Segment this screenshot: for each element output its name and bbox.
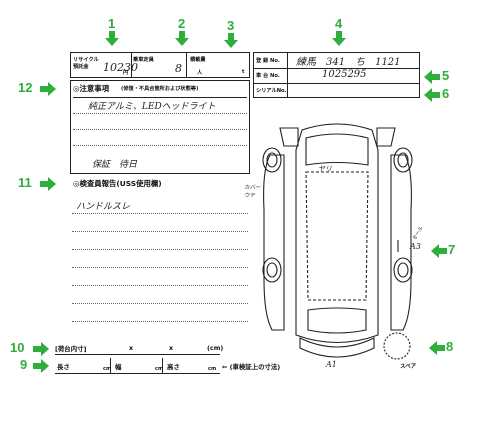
seating-value: 8 <box>175 62 182 75</box>
cargo-inner-x1: x <box>129 344 134 352</box>
marker-6: 6 <box>442 86 450 101</box>
marker-12-arrow <box>40 82 56 96</box>
marker-10-arrow <box>33 342 49 356</box>
marker-9-arrow <box>33 359 49 373</box>
marker-4-arrow <box>332 31 346 46</box>
marker-7-arrow <box>431 244 447 258</box>
diagram-spare-label: スペア <box>400 364 417 370</box>
marker-8-arrow <box>429 341 445 355</box>
recycle-label-line1: リサイクル <box>73 57 99 63</box>
marker-9: 9 <box>20 357 28 372</box>
notes-title: ◎注意事項 <box>73 84 110 93</box>
inspector-title: ◎検査員報告(USS使用欄) <box>73 179 162 188</box>
dims-note-text: (車検証上の寸法) <box>229 363 281 371</box>
height-unit: cm <box>208 366 217 372</box>
marker-5-arrow <box>424 70 440 84</box>
height-label: 高さ <box>167 363 180 371</box>
notes-subtitle: (修復・不具合箇所および状態等) <box>121 86 199 92</box>
loading-label: 積載量 <box>190 57 206 63</box>
inspector-line1: ハンドルスレ <box>76 202 131 212</box>
marker-11: 11 <box>18 175 32 190</box>
seating-unit: 人 <box>197 70 203 76</box>
chassis-label: 車 台 No. <box>256 73 280 79</box>
length-unit: cm <box>103 366 112 372</box>
length-label: 長さ <box>57 363 70 371</box>
width-unit: cm <box>155 366 164 372</box>
registration-label: 登 録 No. <box>256 58 280 64</box>
recycle-label-line2: 預託金 <box>73 64 89 70</box>
seating-label: 乗車定員 <box>133 57 154 63</box>
marker-2-arrow <box>175 31 189 46</box>
diagram-mark-a1: A1 <box>326 360 337 369</box>
marker-1: 1 <box>108 16 116 31</box>
marker-3-arrow <box>224 33 238 48</box>
dims-underline <box>55 373 220 374</box>
cargo-inner-x2: x <box>169 344 174 352</box>
cargo-inner-underline <box>55 354 220 355</box>
marker-10: 10 <box>10 340 25 355</box>
car-diagram <box>262 123 413 360</box>
cargo-inner-label: [荷台内寸] <box>55 345 87 353</box>
recycle-unit: 円 <box>123 70 129 76</box>
diagram-top-mark: ヤリ <box>318 165 332 173</box>
marker-6-arrow <box>424 88 440 102</box>
marker-1-arrow <box>105 31 119 46</box>
diagram-rear-note: カバー <box>244 185 261 191</box>
loading-unit: t <box>242 69 245 75</box>
width-label: 幅 <box>115 363 122 371</box>
chassis-value: 1025295 <box>322 69 367 80</box>
notes-box <box>70 80 250 174</box>
inspector-box <box>70 176 250 334</box>
dims-note: ⇐ (車検証上の寸法) <box>222 363 281 371</box>
marker-3: 3 <box>227 18 235 33</box>
cargo-inner-unit: (cm) <box>207 344 224 352</box>
marker-4: 4 <box>335 16 343 31</box>
marker-7: 7 <box>448 242 456 257</box>
vehicle-info-box <box>70 52 250 78</box>
marker-11-arrow <box>40 177 56 191</box>
registration-value: 練馬 341 ち 1121 <box>296 57 401 68</box>
diagram-rear-note2: ウテ <box>244 193 256 199</box>
notes-line2: 保証 待日 <box>92 160 138 170</box>
marker-5: 5 <box>442 68 450 83</box>
marker-12: 12 <box>18 80 33 95</box>
registration-box <box>253 52 420 98</box>
recycle-value: 10230 <box>103 61 138 74</box>
notes-line1: 純正アルミ、LEDヘッドライト <box>88 102 216 112</box>
marker-2: 2 <box>178 16 186 31</box>
marker-8: 8 <box>446 339 454 354</box>
diagram-mark-a3: A3 <box>410 242 421 251</box>
serial-label: シリアルNo. <box>256 88 287 94</box>
